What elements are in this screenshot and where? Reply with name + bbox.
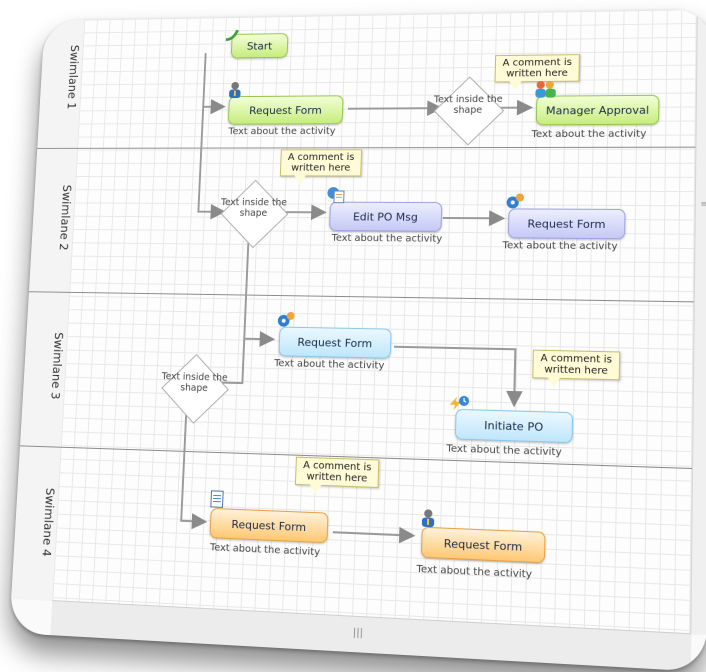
- users-icon: [535, 80, 556, 98]
- node-label: Edit PO Msg: [352, 210, 419, 224]
- node-label: Request Form: [527, 216, 606, 231]
- decision-text: Text inside the shape: [433, 94, 503, 116]
- gear-icon: [506, 193, 525, 209]
- user-icon: [228, 81, 241, 99]
- request-form-node[interactable]: Request Form: [507, 208, 626, 240]
- activity-caption: Text about the activity: [531, 128, 647, 141]
- document-globe-icon: [327, 187, 345, 204]
- activity-caption: Text about the activity: [502, 240, 618, 253]
- document-icon: [208, 490, 226, 509]
- decision-text: Text inside the shape: [161, 371, 228, 395]
- comment-callout[interactable]: A comment is written here: [532, 349, 621, 381]
- node-label: Manager Approval: [545, 103, 650, 117]
- initiate-po-node[interactable]: Initiate PO: [454, 408, 574, 444]
- node-label: Request Form: [248, 103, 323, 117]
- activity-caption: Text about the activity: [228, 126, 336, 138]
- edit-po-msg-node[interactable]: Edit PO Msg: [328, 201, 443, 232]
- user-icon: [421, 509, 435, 528]
- comment-callout[interactable]: A comment is written here: [294, 456, 380, 489]
- request-form-node[interactable]: Request Form: [227, 95, 344, 125]
- diagram-sheet: Swimlane 1 Swimlane 2 Swimlane 3 Swimlan…: [9, 9, 706, 672]
- manager-approval-node[interactable]: Manager Approval: [535, 94, 660, 126]
- lightning-clock-icon: [449, 392, 470, 411]
- request-form-node[interactable]: Request Form: [278, 326, 392, 359]
- comment-callout[interactable]: A comment is written here: [494, 54, 580, 83]
- request-form-node[interactable]: Request Form: [209, 507, 329, 544]
- node-label: Request Form: [231, 517, 307, 534]
- start-arrow-icon: [224, 26, 242, 43]
- comment-callout[interactable]: A comment is written here: [279, 149, 363, 177]
- node-label: Initiate PO: [484, 418, 544, 434]
- request-form-node[interactable]: Request Form: [420, 526, 546, 564]
- decision-text: Text inside the shape: [220, 197, 288, 219]
- node-label: Request Form: [443, 536, 523, 554]
- activity-caption: Text about the activity: [331, 232, 443, 245]
- node-label: Request Form: [297, 335, 373, 350]
- gear-icon: [277, 311, 295, 327]
- start-label: Start: [246, 39, 273, 53]
